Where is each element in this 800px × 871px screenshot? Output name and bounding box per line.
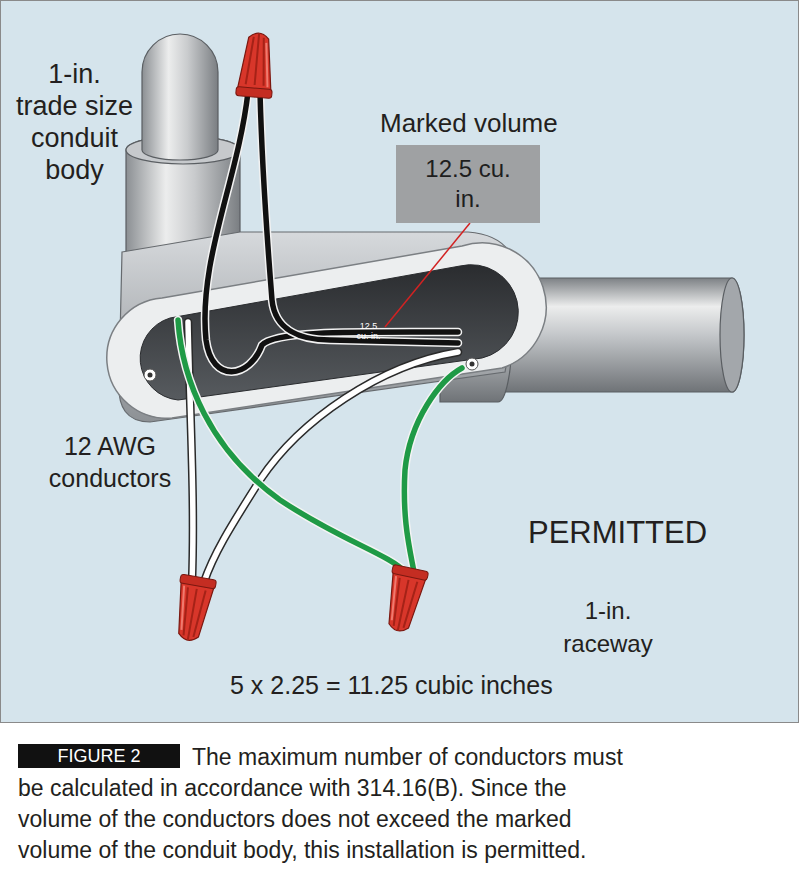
green-wire (404, 368, 462, 572)
white-wire-outline (188, 322, 193, 582)
cover-screw-hole (148, 373, 153, 378)
vertical-conduit (142, 34, 218, 160)
wire-nut (170, 574, 217, 643)
wire-nut (380, 564, 429, 634)
figure-tag-text: FIGURE 2 (24, 745, 174, 767)
green-wire-outline (178, 320, 405, 572)
wire-nut (236, 32, 277, 99)
part-label: 1-in. trade size conduit body (15, 58, 134, 186)
green-wire-outline (404, 368, 462, 572)
part-label: 12 AWG conductors (45, 430, 175, 494)
callout-title: Marked volume (380, 108, 558, 138)
cover-screw (466, 358, 478, 370)
calculation-note: 5 x 2.25 = 11.25 cubic inches (230, 670, 553, 700)
cover-screw-hole (470, 362, 475, 367)
verdict-label: PERMITTED (528, 515, 707, 551)
cover-screw (144, 369, 156, 381)
leader-line (385, 223, 470, 327)
raceway-end (720, 278, 744, 392)
part-label: 1-in. raceway (558, 594, 658, 660)
volume-box-text: 12.5 cu. in. (423, 154, 513, 214)
volume-box: 12.5 cu. in. (396, 145, 540, 223)
panel-background (1, 1, 799, 723)
figure-tag: FIGURE 2 (18, 744, 180, 768)
green-wire (178, 320, 405, 572)
white-wire (188, 322, 193, 582)
marked-volume-text: 12.5 cu. in. (354, 321, 383, 341)
